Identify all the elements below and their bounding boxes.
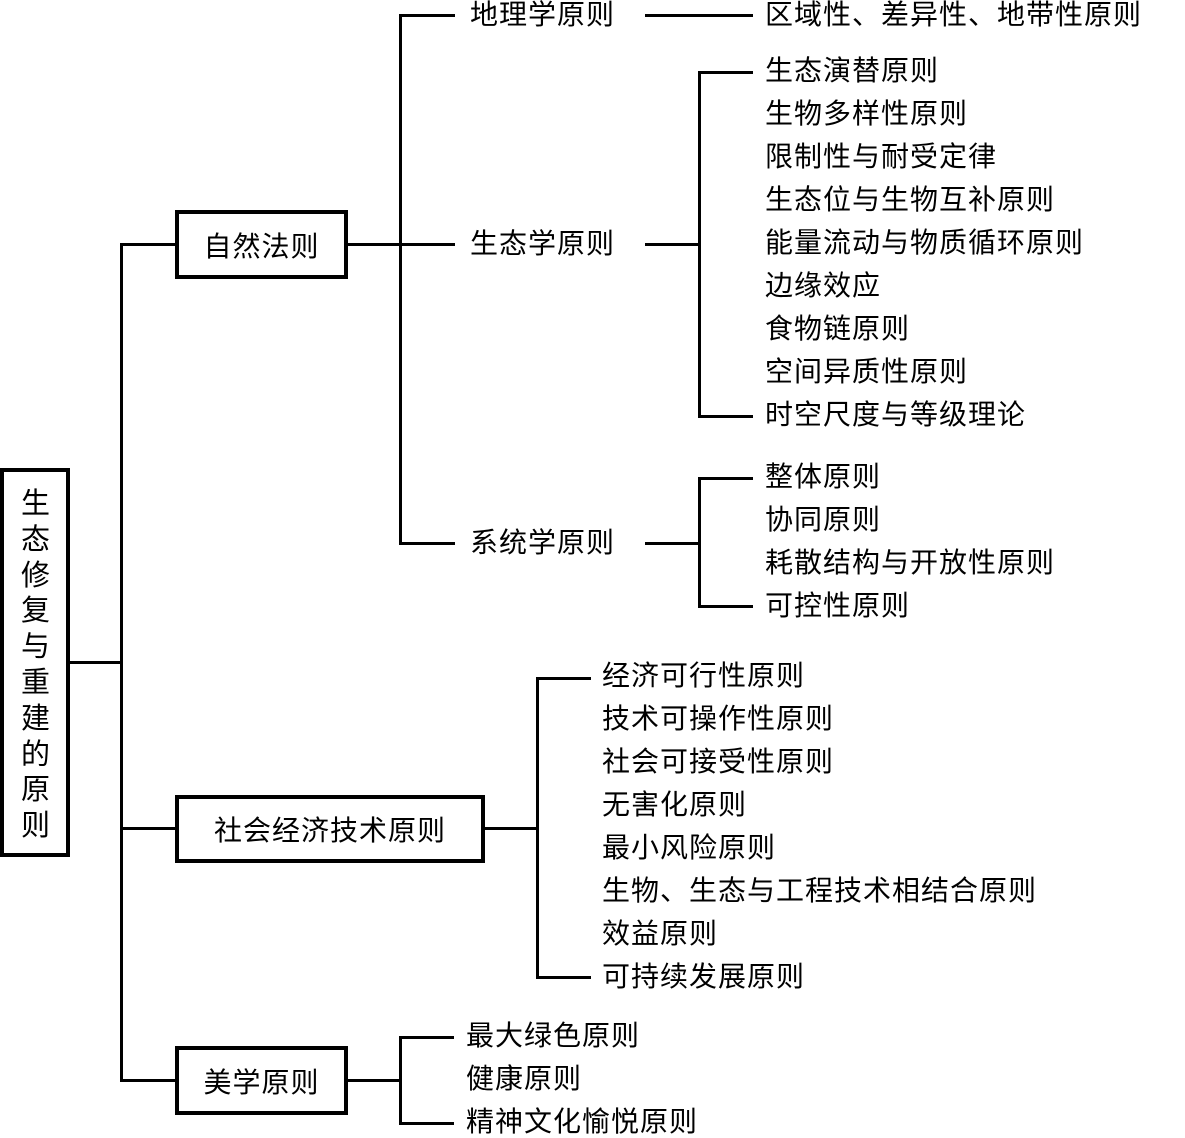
aesthetic-label: 美学原则: [203, 1065, 320, 1099]
root-label: 生态修复与重建的原则: [20, 486, 50, 843]
connector-root: [68, 661, 122, 664]
connector-ecology-trunk: [698, 71, 701, 418]
systems-item: 协同原则: [765, 503, 882, 536]
root-box: 生态修复与重建的原则: [0, 468, 70, 857]
systems-label: 系统学原则: [470, 526, 616, 559]
ecology-item: 能量流动与物质循环原则: [765, 226, 1085, 259]
connector-to-systems: [399, 542, 455, 545]
socio-item: 最小风险原则: [602, 831, 777, 864]
socio-item: 无害化原则: [602, 788, 748, 821]
connector-systems-bottom: [698, 605, 753, 608]
socio-economic-label: 社会经济技术原则: [213, 814, 446, 847]
natural-law-box: 自然法则: [175, 210, 348, 279]
connector-aesthetic-top: [399, 1036, 454, 1039]
aesthetic-item: 健康原则: [466, 1062, 583, 1095]
connector-socio-trunk: [536, 677, 539, 979]
systems-item: 耗散结构与开放性原则: [765, 546, 1056, 579]
socio-item: 生物、生态与工程技术相结合原则: [602, 874, 1038, 907]
connector-socio-bottom: [536, 976, 591, 979]
socio-item: 可持续发展原则: [602, 960, 806, 993]
connector-natural-trunk: [399, 14, 402, 545]
ecology-item: 限制性与耐受定律: [765, 140, 998, 173]
socio-item: 经济可行性原则: [602, 659, 806, 692]
connector-ecology-out: [645, 243, 700, 246]
aesthetic-item: 精神文化愉悦原则: [466, 1105, 699, 1138]
connector-to-geography: [399, 14, 455, 17]
ecology-item: 生态演替原则: [765, 54, 940, 87]
ecology-item: 时空尺度与等级理论: [765, 398, 1027, 431]
systems-item: 可控性原则: [765, 589, 911, 622]
connector-aesthetic-trunk: [399, 1036, 402, 1125]
connector-to-natural: [120, 243, 177, 246]
connector-systems-top: [698, 477, 753, 480]
connector-aesthetic-bottom: [399, 1122, 454, 1125]
ecology-item: 生物多样性原则: [765, 97, 969, 130]
connector-systems-out: [645, 542, 700, 545]
connector-aesthetic-out: [346, 1079, 401, 1082]
connector-systems-trunk: [698, 477, 701, 608]
connector-socio-out: [484, 827, 538, 830]
connector-to-socio: [120, 827, 177, 830]
connector-to-aesthetic: [120, 1079, 177, 1082]
geography-label: 地理学原则: [470, 0, 616, 31]
socio-item: 技术可操作性原则: [602, 702, 835, 735]
natural-law-label: 自然法则: [203, 229, 320, 263]
connector-ecology-bottom: [698, 415, 753, 418]
aesthetic-box: 美学原则: [175, 1046, 348, 1115]
systems-item: 整体原则: [765, 460, 882, 493]
socio-item: 效益原则: [602, 917, 719, 950]
connector-ecology-top: [698, 71, 753, 74]
ecology-item: 空间异质性原则: [765, 355, 969, 388]
connector-geography-detail: [645, 14, 753, 17]
socio-item: 社会可接受性原则: [602, 745, 835, 778]
ecology-item: 边缘效应: [765, 269, 882, 302]
socio-economic-box: 社会经济技术原则: [175, 795, 485, 863]
ecology-item: 生态位与生物互补原则: [765, 183, 1056, 216]
ecology-label: 生态学原则: [470, 227, 616, 260]
ecology-item: 食物链原则: [765, 312, 911, 345]
connector-main-trunk: [120, 243, 123, 1082]
connector-socio-top: [536, 677, 591, 680]
geography-detail: 区域性、差异性、地带性原则: [765, 0, 1143, 31]
connector-natural-out: [346, 243, 401, 246]
connector-to-ecology: [399, 243, 455, 246]
aesthetic-item: 最大绿色原则: [466, 1019, 641, 1052]
